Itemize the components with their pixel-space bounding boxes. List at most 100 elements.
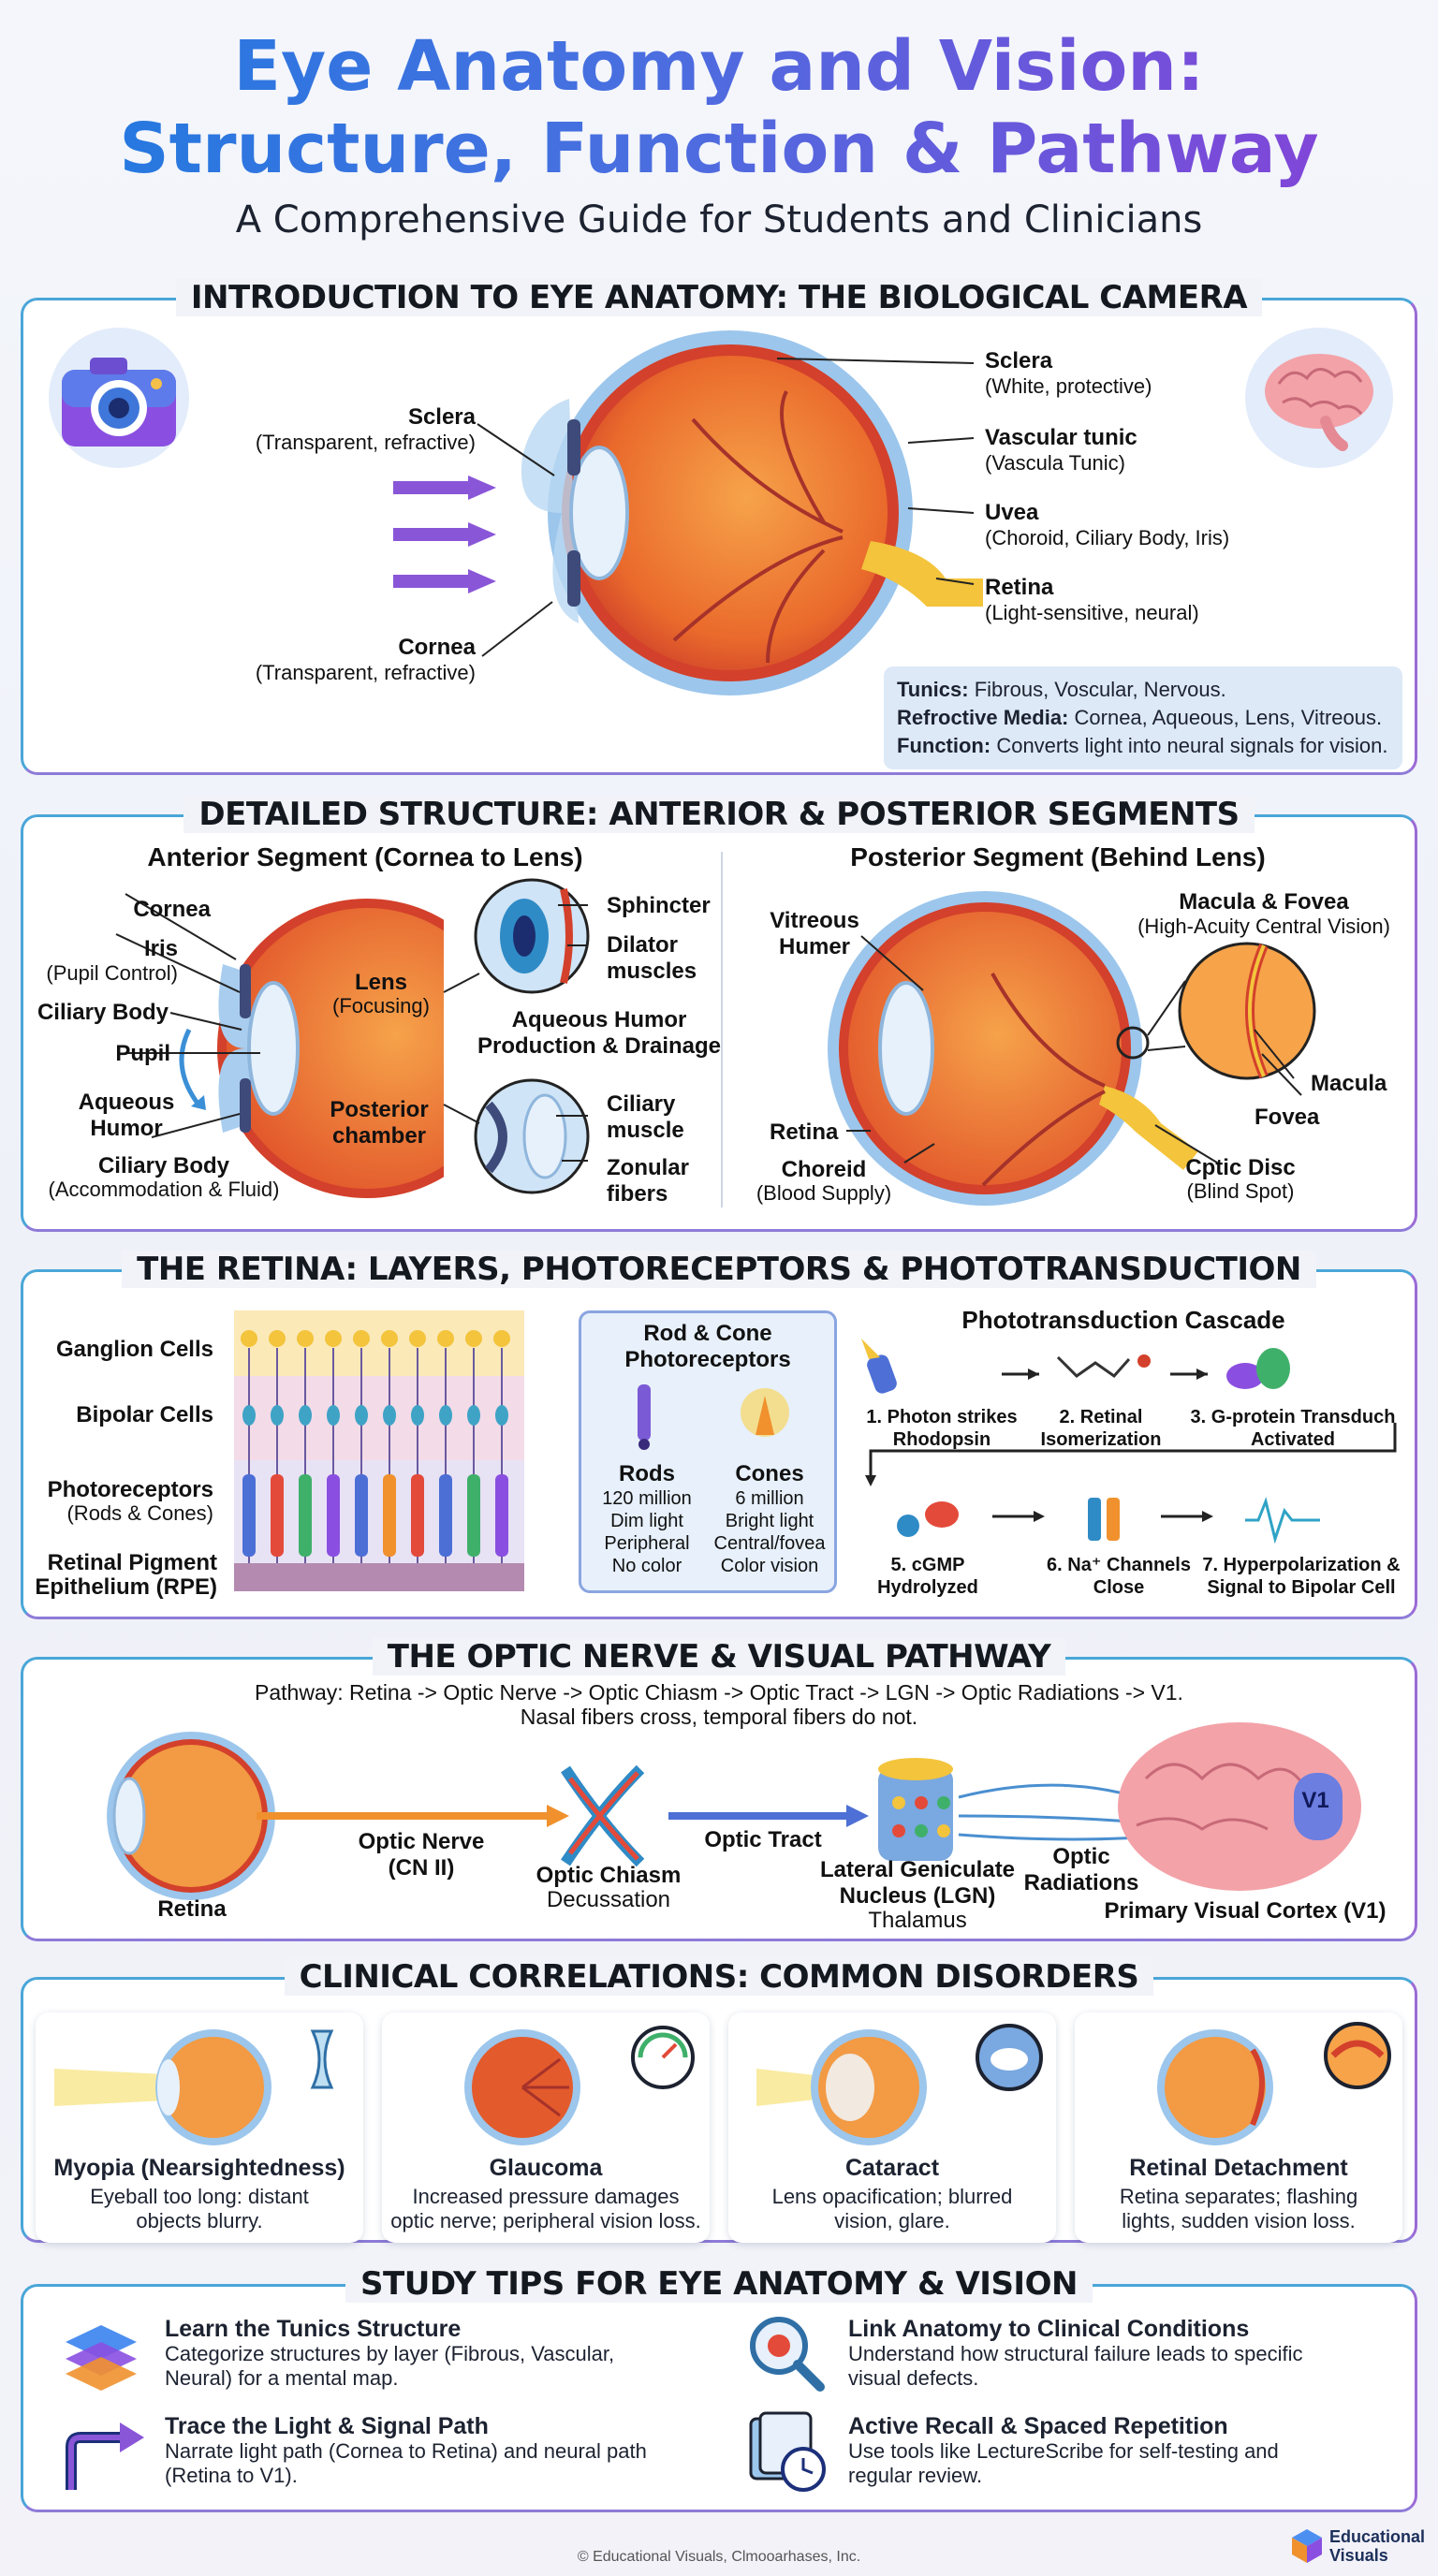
label-macula-fovea-desc: (High-Acuity Central Vision) [1137, 915, 1390, 938]
intro-desc-sclera-left: (Transparent, refractive) [255, 431, 476, 454]
photoreceptor-cell [355, 1474, 368, 1557]
layer-photoreceptors-desc: (Rods & Cones) [66, 1501, 213, 1525]
ganglion-cell [465, 1330, 482, 1347]
cataract-illustration [756, 2024, 1043, 2145]
retina-heading: THE RETINA: LAYERS, PHOTORECEPTORS & PHO… [0, 1251, 1438, 1288]
summary-refractive: Refroctive Media: Cornea, Aqueous, Lens,… [897, 706, 1383, 729]
photoreceptor-cell [495, 1474, 508, 1557]
clinical-heading: CLINICAL CORRELATIONS: COMMON DISORDERS [0, 1958, 1438, 1996]
glaucoma-title: Glaucoma [489, 2155, 603, 2181]
cascade-step-5: 5. cGMP Hydrolyzed [877, 1555, 978, 1598]
ganglion-cell [409, 1330, 426, 1347]
intro-label-cornea: Cornea [398, 635, 476, 660]
pathway-line-1: Pathway: Retina -> Optic Nerve -> Optic … [255, 1680, 1183, 1705]
label-macula: Macula [1311, 1071, 1387, 1096]
intro-eye-diagram [393, 330, 983, 695]
label-vitreous: Vitreous Humer [770, 908, 859, 959]
bipolar-cell [242, 1405, 256, 1426]
rods-name: Rods [619, 1461, 675, 1486]
pathway-optic-nerve: Optic Nerve (CN II) [358, 1829, 485, 1881]
label-ciliary-muscle: Ciliary muscle [607, 1091, 684, 1143]
pathway-thalamus: Thalamus [868, 1908, 967, 1933]
layers-icon [66, 2325, 137, 2391]
myopia-illustration [54, 2029, 334, 2145]
rod-cone-title: Rod & Cone Photoreceptors [624, 1321, 791, 1372]
ganglion-cell [297, 1330, 314, 1347]
layer-bipolar: Bipolar Cells [76, 1402, 213, 1427]
brand-logo-icon [1292, 2529, 1322, 2563]
photoreceptor-cell [327, 1474, 340, 1557]
anterior-title: Anterior Segment (Cornea to Lens) [147, 842, 583, 871]
bipolar-cell [271, 1405, 284, 1426]
pathway-retina: Retina [157, 1896, 227, 1922]
disorder-card-glaucoma: Glaucoma Increased pressure damages opti… [382, 2012, 710, 2243]
pathway-line-2: Nasal fibers cross, temporal fibers do n… [520, 1705, 918, 1729]
pathway-heading: THE OPTIC NERVE & VISUAL PATHWAY [0, 1638, 1438, 1676]
rod-cone-panel: Rod & Cone Photoreceptors Rods 120 milli… [579, 1310, 837, 1593]
tip-4-desc: Use tools like LectureScribe for self-te… [848, 2439, 1279, 2487]
pathway-optic-radiations: Optic Radiations [1023, 1844, 1139, 1895]
bipolar-cell [299, 1405, 312, 1426]
intro-label-uvea: Uvea [985, 500, 1039, 525]
label-ciliary-body-2: Ciliary Body [97, 1153, 230, 1178]
cascade-step-3: 3. G-protein Transduch Activated [1190, 1407, 1396, 1450]
cascade-step-1: 1. Photon strikes Rhodopsin [866, 1407, 1018, 1450]
magnifier-icon [750, 2317, 825, 2392]
pathway-v1: Primary Visual Cortex (V1) [1104, 1898, 1387, 1924]
label-choroid: Choreid [781, 1157, 867, 1182]
pathway-decussation: Decussation [546, 1887, 671, 1912]
label-aqueous-production: Aqueous Humor Production & Drainage [477, 1007, 722, 1059]
page-title-line2: Structure, Function & Pathway [0, 110, 1438, 187]
intro-desc-cornea: (Transparent, refractive) [255, 661, 476, 684]
pathway-diagram [107, 1722, 1361, 1900]
label-posterior-chamber: Posterior chamber [330, 1097, 429, 1149]
label-dilator: Dilator muscles [607, 932, 697, 984]
cascade-step-2: 2. Retinal Isomerization [1040, 1407, 1162, 1450]
glaucoma-illustration [464, 2026, 695, 2145]
page-title-line1: Eye Anatomy and Vision: [0, 28, 1438, 105]
photoreceptor-cell [242, 1474, 256, 1557]
posterior-eye-diagram [828, 891, 1316, 1206]
intro-desc-vascular: (Vascula Tunic) [985, 451, 1125, 475]
label-optic-disc: Cptic Disc [1185, 1155, 1296, 1180]
label-lens-desc: (Focusing) [332, 994, 430, 1017]
intro-label-sclera-right: Sclera [985, 348, 1053, 373]
label-macula-fovea: Macula & Fovea [1179, 889, 1349, 915]
page-subtitle: A Comprehensive Guide for Students and C… [235, 198, 1203, 242]
intro-summary-box: Tunics: Fibrous, Voscular, Nervous. Refr… [884, 666, 1402, 769]
bipolar-cell [411, 1405, 424, 1426]
brain-icon [1245, 328, 1393, 468]
myopia-title: Myopia (Nearsightedness) [53, 2155, 345, 2181]
tip-3-desc: Narrate light path (Cornea to Retina) an… [165, 2439, 647, 2487]
bipolar-cell [355, 1405, 368, 1426]
label-aqueous-humor: Aqueous Humor [78, 1090, 175, 1141]
label-fovea: Fovea [1255, 1105, 1320, 1130]
rod-cone-icons [638, 1384, 789, 1450]
label-lens: Lens [354, 970, 407, 995]
intro-desc-sclera-right: (White, protective) [985, 374, 1152, 398]
ganglion-cell [325, 1330, 342, 1347]
label-choroid-desc: (Blood Supply) [756, 1181, 892, 1205]
bipolar-cell [495, 1405, 508, 1426]
photoreceptor-cell [383, 1474, 396, 1557]
ganglion-cell [269, 1330, 286, 1347]
label-ciliary-body: Ciliary Body [37, 1000, 169, 1025]
label-iris-desc: (Pupil Control) [46, 961, 178, 985]
photoreceptor-cell [439, 1474, 452, 1557]
tip-3-title: Trace the Light & Signal Path [165, 2413, 489, 2439]
anterior-eye-diagram [115, 878, 590, 1198]
path-arrow-icon [66, 2422, 144, 2490]
intro-label-vascular: Vascular tunic [985, 425, 1137, 450]
cascade-step-6: 6. Na⁺ Channels Close [1047, 1555, 1191, 1598]
photoreceptor-cell [271, 1474, 284, 1557]
layer-photoreceptors: Photoreceptors [47, 1477, 213, 1502]
camera-icon [49, 328, 189, 468]
label-ciliary-body-2-desc: (Accommodation & Fluid) [48, 1178, 280, 1201]
summary-tunics: Tunics: Fibrous, Voscular, Nervous. [897, 678, 1226, 701]
retinal-detachment-title: Retinal Detachment [1129, 2155, 1348, 2181]
tips-heading: STUDY TIPS FOR EYE ANATOMY & VISION [0, 2265, 1438, 2303]
tip-2-title: Link Anatomy to Clinical Conditions [848, 2316, 1250, 2342]
bipolar-cell [467, 1405, 480, 1426]
cataract-title: Cataract [844, 2155, 940, 2181]
footer-brand: Educational Visuals [1329, 2527, 1426, 2565]
